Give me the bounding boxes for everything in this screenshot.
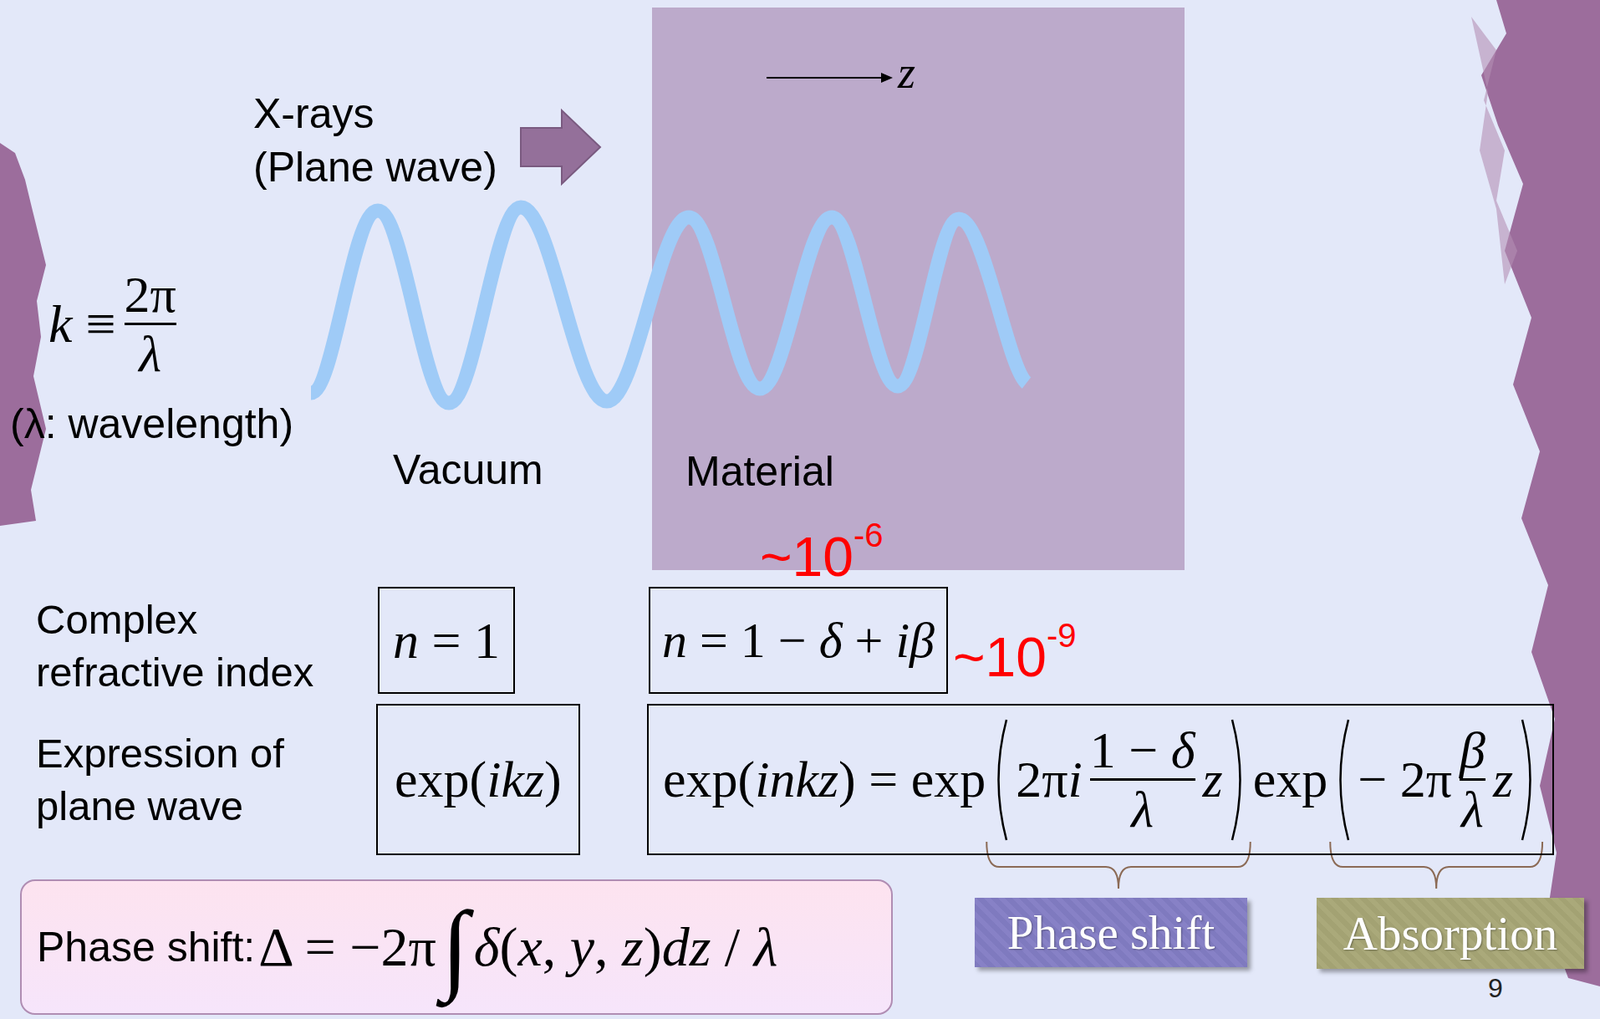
wavenumber-formula: k ≡2πλ [48,265,182,383]
math-italic: n [769,750,795,808]
material-slab [652,7,1185,571]
tag-box: Absorption [1316,897,1585,969]
math-italic: β [909,612,935,668]
brace [1329,841,1543,889]
close-paren [1227,717,1249,843]
math-italic: n [392,611,419,669]
tag-text: Absorption [1343,906,1559,961]
magnitude-note: ~10 [952,625,1047,689]
numerator: 1 − δ [1090,721,1196,779]
page-number: 9 [1487,973,1504,1004]
magnitude-exponent: -6 [853,516,884,555]
math-italic: i [486,750,501,808]
formula-box: n = 1 − δ + iβ [648,586,948,694]
formula-text: δ(x, y, z)dz / λ [473,915,779,979]
region-label: Vacuum [392,445,544,495]
formula-text: exp(inkz) = exp [662,749,986,810]
math-italic: i [1068,750,1083,808]
summary-box: Phase shift:Δ = −2π∫δ(x, y, z)dz / λ [20,879,893,1015]
math-italic: i [754,750,770,808]
formula-text: n = 1 [392,611,500,671]
brush-stroke-right-light [1471,16,1518,285]
math-italic: λ [138,325,162,383]
fraction-bar [1459,778,1486,781]
numerator: 2π [124,265,177,323]
beam-label: X-rays (Plane wave) [253,86,503,194]
math-italic: z [621,916,644,978]
integral-sign: ∫ [441,896,469,998]
row-heading: Complex refractive index [35,593,344,699]
open-paren [1331,717,1354,843]
denominator: λ [1131,780,1154,838]
denominator: λ [1461,780,1484,838]
math-italic: z [689,916,712,978]
open-paren [989,717,1012,843]
fraction-bar [124,322,177,326]
row-heading: Expression of plane wave [35,727,332,832]
fraction-bar [1090,778,1196,781]
formula-text: z [1492,749,1514,810]
math-italic: d [662,916,690,978]
brush-stroke-left [0,142,46,526]
math-italic: β [1459,721,1486,779]
paren-stroke [998,719,1008,841]
math-italic: δ [473,916,500,978]
formula-box: exp(ikz) [376,703,581,856]
z-axis-head [881,72,893,83]
math-italic: k [500,750,525,808]
paren-stroke [1340,719,1350,841]
formula-text: k ≡ [48,293,117,356]
math-italic: z [524,750,545,808]
denominator: λ [138,325,162,383]
math-italic: k [48,294,72,354]
math-italic: i [895,612,910,668]
magnitude-note: ~10 [759,524,854,589]
math-italic: δ [1171,721,1196,779]
z-axis-line [766,76,887,79]
math-italic: λ [754,916,779,978]
fraction: 1 − δλ [1090,721,1196,838]
math-italic: λ [1131,780,1154,838]
brace [986,841,1250,889]
formula-text: Δ = −2π [258,915,437,979]
close-paren [1517,717,1539,843]
formula-text: − 2π [1357,749,1453,810]
axis-label: z [897,46,916,99]
math-italic: x [517,916,542,978]
formula-text: n = 1 − δ + iβ [662,611,935,670]
block-arrow [520,110,601,184]
math-italic: y [570,916,595,978]
paren-stroke [1522,719,1531,841]
math-italic: n [662,612,688,668]
formula-text: z [1202,749,1223,810]
formula-box: n = 1 [377,586,515,694]
formula-text: exp(ikz) [394,749,562,810]
math-italic: z [1202,750,1223,808]
magnitude-exponent: -9 [1046,616,1077,655]
math-italic: z [818,750,839,808]
brace-group [986,841,1543,889]
math-italic: z [1492,750,1514,808]
paren-stroke [1232,719,1241,841]
tag-text: Phase shift [1007,905,1216,960]
fraction: 2πλ [124,265,177,383]
math-italic: k [794,750,819,808]
summary-heading: Phase shift: [36,922,255,972]
definition-note: (λ: wavelength) [10,399,294,449]
math-italic: δ [819,612,843,668]
tag-box: Phase shift [974,897,1248,968]
region-label: Material [685,447,835,496]
wave [310,207,1027,403]
fraction: βλ [1459,721,1486,838]
formula-text: exp [1253,749,1329,810]
material-region: Material [652,7,1185,571]
formula-box: exp(inkz) = exp2πi1 − δλzexp− 2πβλz [647,703,1555,856]
formula-text: 2πi [1015,749,1083,810]
math-italic: λ [1461,780,1484,838]
numerator: β [1459,721,1486,779]
math-italic: z [897,47,916,98]
